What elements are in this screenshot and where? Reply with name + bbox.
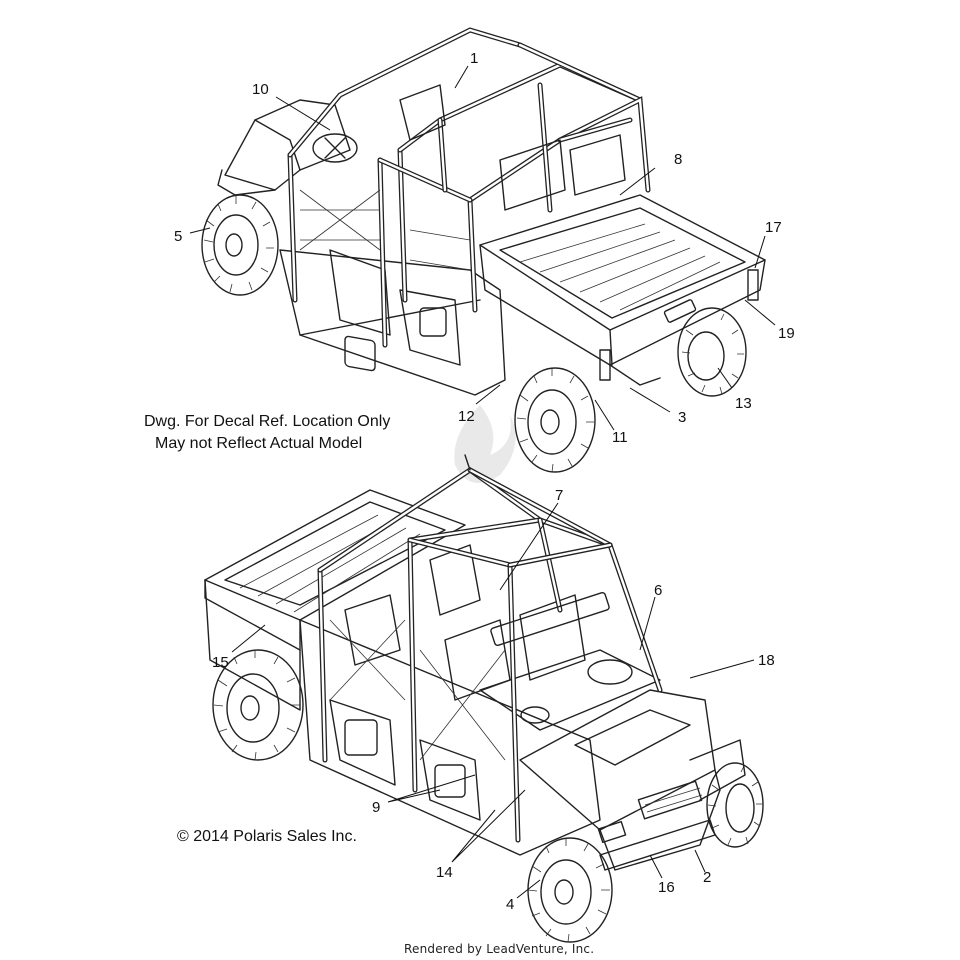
callout-16: 16 [658, 879, 675, 896]
callout-9: 9 [372, 799, 380, 816]
callout-14: 14 [436, 864, 453, 881]
callout-2: 2 [703, 869, 711, 886]
callout-5: 5 [174, 228, 182, 245]
callout-11: 11 [612, 429, 628, 446]
reference-note-line-2: May not Reflect Actual Model [155, 435, 363, 452]
callout-12: 12 [458, 408, 475, 425]
watermark-logo [454, 405, 516, 483]
top-rear-right-wheel [677, 307, 747, 397]
bottom-front-right-wheel [706, 762, 764, 848]
callout-13: 13 [735, 395, 752, 412]
callout-8: 8 [674, 151, 682, 168]
bottom-front-left-wheel [527, 837, 613, 943]
reference-note: Dwg. For Decal Ref. Location Only May no… [144, 411, 390, 455]
copyright-text: © 2014 Polaris Sales Inc. [177, 828, 357, 845]
top-vehicle-illustration [201, 27, 766, 473]
callout-15: 15 [212, 654, 229, 671]
reference-note-line-1: Dwg. For Decal Ref. Location Only [144, 413, 391, 430]
top-rear-left-wheel [514, 367, 596, 473]
callout-numbers: 1 10 8 5 17 19 13 3 12 11 7 6 18 15 9 14… [174, 50, 795, 913]
bottom-rear-left-wheel [212, 649, 304, 761]
leader-lines [189, 65, 776, 899]
callout-4: 4 [506, 896, 514, 913]
top-front-left-wheel [201, 194, 279, 296]
callout-19: 19 [778, 325, 795, 342]
callout-6: 6 [654, 582, 662, 599]
callout-1: 1 [470, 50, 478, 67]
callout-18: 18 [758, 652, 775, 669]
callout-7: 7 [555, 487, 563, 504]
callout-17: 17 [765, 219, 782, 236]
callout-10: 10 [252, 81, 269, 98]
callout-3: 3 [678, 409, 686, 426]
bottom-vehicle-illustration [204, 454, 764, 943]
rendered-by-credit: Rendered by LeadVenture, Inc. [404, 942, 595, 956]
